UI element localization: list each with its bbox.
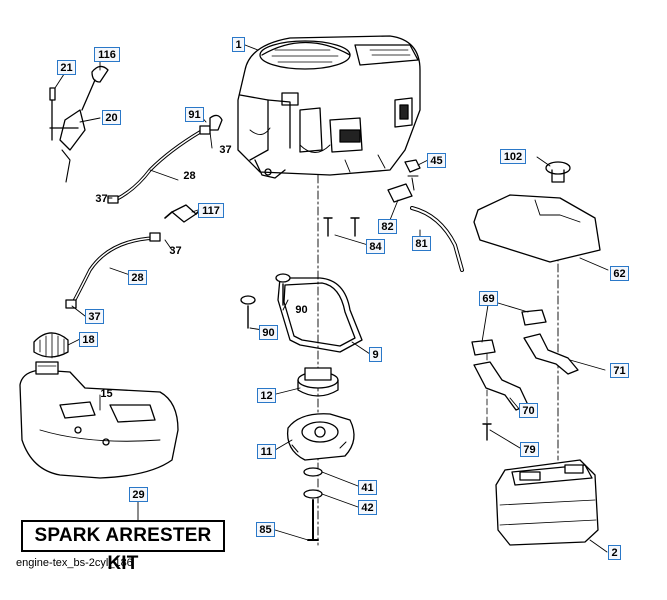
callout-62: 62: [610, 266, 629, 281]
callout-37-c: 37: [169, 245, 182, 257]
callout-18: 18: [79, 332, 98, 347]
callout-85: 85: [256, 522, 275, 537]
muffler-part: [495, 459, 599, 546]
callout-90-a: 90: [295, 304, 308, 316]
callout-41: 41: [358, 480, 377, 495]
callout-21: 21: [57, 60, 76, 75]
callout-29: 29: [129, 487, 148, 502]
callout-20: 20: [102, 110, 121, 125]
callout-91: 91: [185, 107, 204, 122]
callout-28-a: 28: [183, 170, 196, 182]
callout-81: 81: [412, 236, 431, 251]
callout-116: 116: [94, 47, 120, 62]
clutch-part: [286, 413, 355, 461]
callout-45: 45: [427, 153, 446, 168]
callout-2: 2: [608, 545, 621, 560]
callout-71: 71: [610, 363, 629, 378]
fuel-cap-part: [33, 332, 69, 359]
gasket-part: [240, 273, 363, 353]
throttle-control-part: [49, 65, 109, 183]
callout-69: 69: [479, 291, 498, 306]
callout-1: 1: [232, 37, 245, 52]
callout-37-d: 37: [85, 309, 104, 324]
callout-42: 42: [358, 500, 377, 515]
spark-arrester-kit-label: SPARK ARRESTER KIT: [21, 520, 225, 574]
callout-9: 9: [369, 347, 382, 362]
fuel-tank-part: [19, 361, 179, 479]
exhaust-parts: [471, 309, 579, 411]
callout-102: 102: [500, 149, 526, 164]
leader-lines: [54, 44, 609, 553]
callout-15: 15: [100, 388, 113, 400]
callout-11: 11: [257, 444, 276, 459]
callout-12: 12: [257, 388, 276, 403]
callout-79: 79: [520, 442, 539, 457]
diagram-caption: engine-tex_bs-2cyl_186: [16, 557, 133, 569]
callout-84: 84: [366, 239, 385, 254]
spacer-part: [297, 367, 339, 397]
callout-37-b: 37: [95, 193, 108, 205]
fuel-line-lower: [65, 232, 161, 309]
callout-37-a: 37: [219, 144, 232, 156]
fuel-filter-part: [164, 204, 203, 223]
callout-82: 82: [378, 219, 397, 234]
fuel-pump-parts: [387, 159, 464, 272]
callout-28-b: 28: [128, 270, 147, 285]
fuel-line-upper: [107, 114, 223, 204]
heat-shield-part: [473, 161, 601, 263]
callout-70: 70: [519, 403, 538, 418]
callout-117: 117: [198, 203, 224, 218]
engine-part: [237, 35, 421, 179]
callout-90-b: 90: [259, 325, 278, 340]
